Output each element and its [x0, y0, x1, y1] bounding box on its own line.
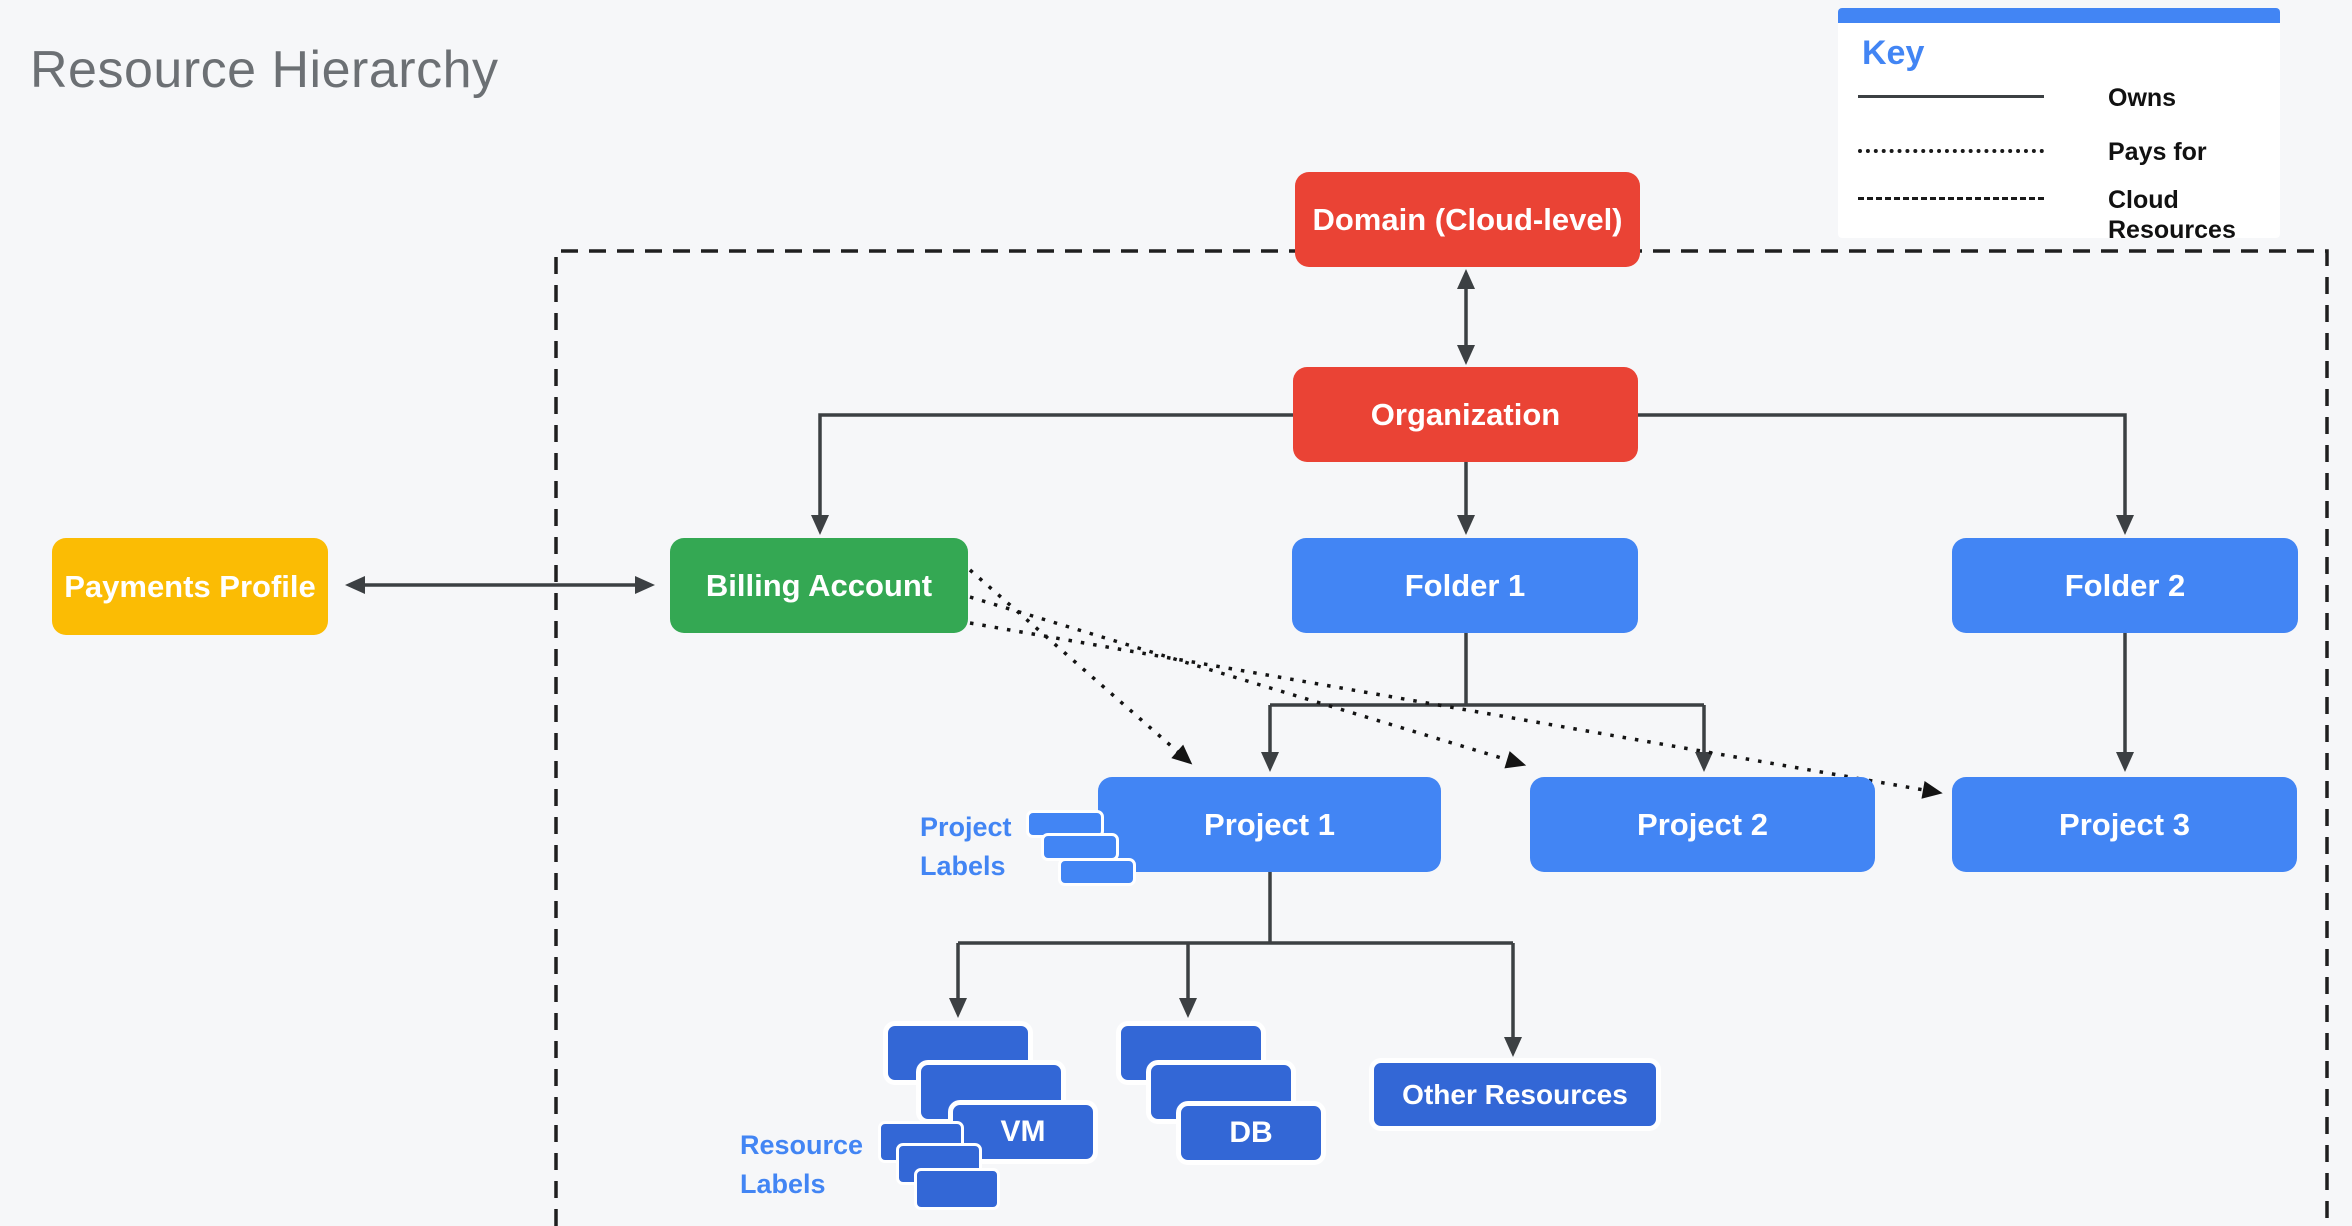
- node-domain: Domain (Cloud-level): [1295, 172, 1640, 267]
- key-label-pays-for: Pays for: [2108, 138, 2207, 166]
- node-project-1: Project 1: [1098, 777, 1441, 872]
- node-vm-label: VM: [1000, 1115, 1046, 1148]
- node-payments-profile-label: Payments Profile: [64, 568, 316, 604]
- node-other-resources: Other Resources: [1369, 1058, 1661, 1131]
- key-panel-topbar: [1838, 8, 2280, 23]
- key-label-owns: Owns: [2108, 84, 2177, 112]
- project-label-chip: [1041, 833, 1119, 861]
- node-project-1-label: Project 1: [1204, 806, 1335, 842]
- folder1-branch-line: [1270, 633, 1704, 707]
- key-heading: Key: [1862, 34, 1925, 72]
- node-db-label: DB: [1229, 1116, 1273, 1149]
- key-label-cloud-resources: Cloud Resources: [2108, 186, 2236, 244]
- node-project-3: Project 3: [1952, 777, 2297, 872]
- node-project-2: Project 2: [1530, 777, 1875, 872]
- owns-arrow-organization-billing: [811, 413, 1293, 535]
- pays-for-arrow-billing-project1: [968, 568, 1193, 765]
- solid-line-sample: [1858, 95, 2044, 98]
- node-organization: Organization: [1293, 367, 1638, 462]
- node-billing-account: Billing Account: [670, 538, 968, 633]
- page-title: Resource Hierarchy: [30, 41, 499, 99]
- owns-arrow-organization-folder2: [1638, 413, 2134, 535]
- dashed-line-sample: [1858, 197, 2044, 200]
- node-other-resources-label: Other Resources: [1402, 1078, 1628, 1110]
- project-labels-callout: Project Labels: [920, 812, 1012, 882]
- node-project-3-label: Project 3: [2059, 806, 2190, 842]
- node-folder-2: Folder 2: [1952, 538, 2298, 633]
- resource-labels-callout: Resource Labels: [740, 1130, 864, 1200]
- key-panel: Key Owns Pays for Cloud Resources: [1838, 8, 2280, 244]
- project-label-chip: [1058, 858, 1136, 886]
- node-folder-2-label: Folder 2: [2064, 567, 2186, 603]
- node-domain-label: Domain (Cloud-level): [1312, 201, 1623, 237]
- node-project-2-label: Project 2: [1637, 806, 1768, 842]
- project1-branch-line: [958, 872, 1513, 945]
- resource-label-chip: [914, 1168, 1000, 1210]
- node-db: DB: [1176, 1101, 1326, 1165]
- node-folder-1: Folder 1: [1292, 538, 1638, 633]
- node-payments-profile: Payments Profile: [52, 538, 328, 635]
- dotted-line-sample: [1858, 149, 2044, 153]
- node-folder-1-label: Folder 1: [1404, 567, 1526, 603]
- node-organization-label: Organization: [1370, 396, 1561, 432]
- node-billing-account-label: Billing Account: [705, 567, 933, 603]
